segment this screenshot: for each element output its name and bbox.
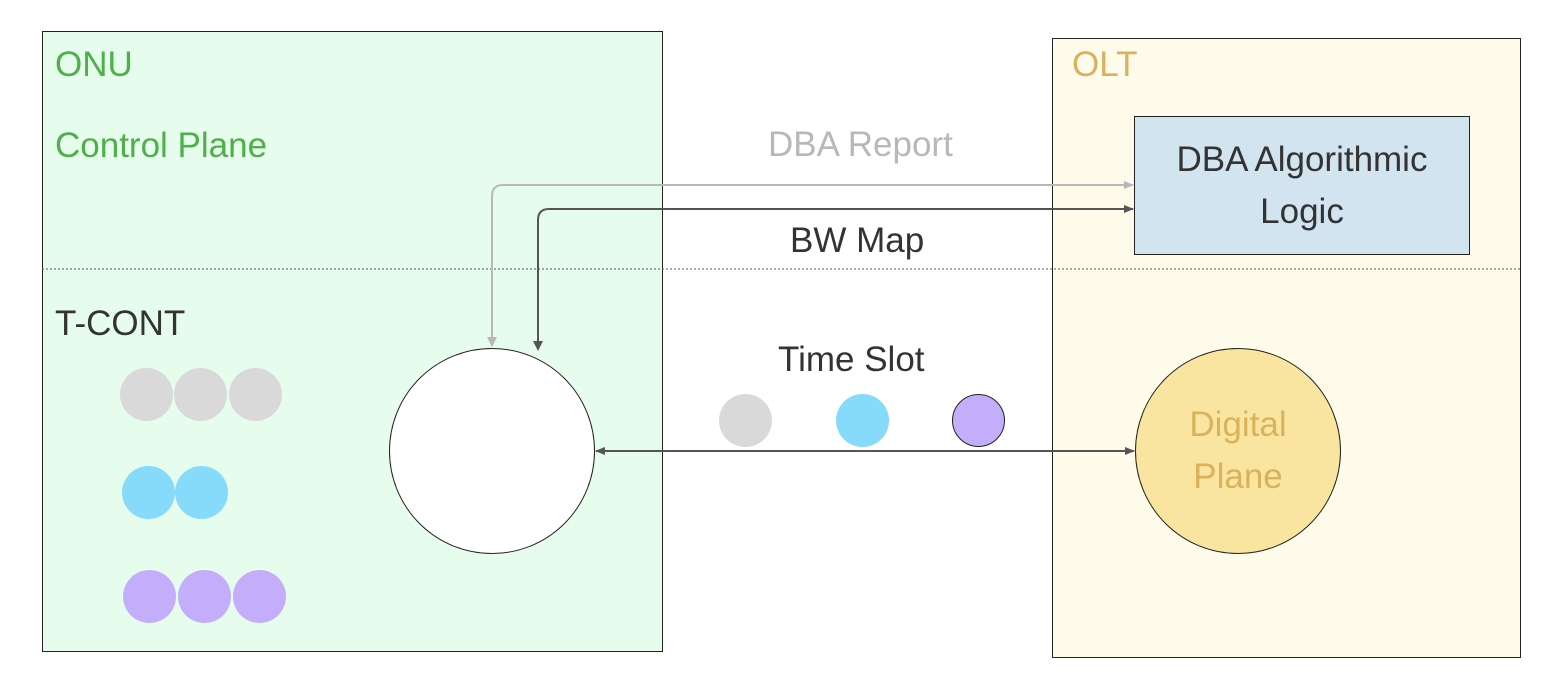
- time-slot-label: Time Slot: [778, 340, 925, 379]
- digital-plane-label: Digital Plane: [1189, 405, 1287, 496]
- bw-map-arrow: [537, 205, 1134, 349]
- dba-algorithmic-logic-box: DBA Algorithmic Logic: [1134, 116, 1470, 255]
- tcont-label: T-CONT: [55, 304, 186, 343]
- tcont-blue-dot: [122, 466, 175, 519]
- time-slot-gray-dot: [719, 394, 772, 447]
- dba-report-label: DBA Report: [768, 125, 953, 164]
- bw-map-arrow-head-down: [533, 341, 543, 351]
- onu-scheduler-circle: [389, 348, 595, 554]
- tcont-purple-dot: [233, 570, 286, 623]
- tcont-purple-dot: [123, 570, 176, 623]
- time-slot-blue-dot: [836, 394, 889, 447]
- time-slot-purple-dot: [952, 394, 1005, 447]
- tcont-gray-dot: [229, 368, 282, 421]
- digital-plane-circle: Digital Plane: [1135, 348, 1341, 554]
- tcont-blue-dot: [175, 466, 228, 519]
- onu-title: ONU: [55, 45, 133, 84]
- olt-title: OLT: [1072, 45, 1138, 84]
- control-plane-label: Control Plane: [55, 126, 268, 165]
- tcont-purple-dot: [178, 570, 231, 623]
- bw-map-label: BW Map: [790, 221, 925, 260]
- dba-report-arrow-head-down: [487, 337, 497, 347]
- tcont-gray-dot: [120, 368, 173, 421]
- tcont-gray-dot: [174, 368, 227, 421]
- dba-report-arrow: [491, 181, 1134, 346]
- dba-box-label: DBA Algorithmic Logic: [1176, 139, 1428, 231]
- onu-panel: [42, 31, 663, 652]
